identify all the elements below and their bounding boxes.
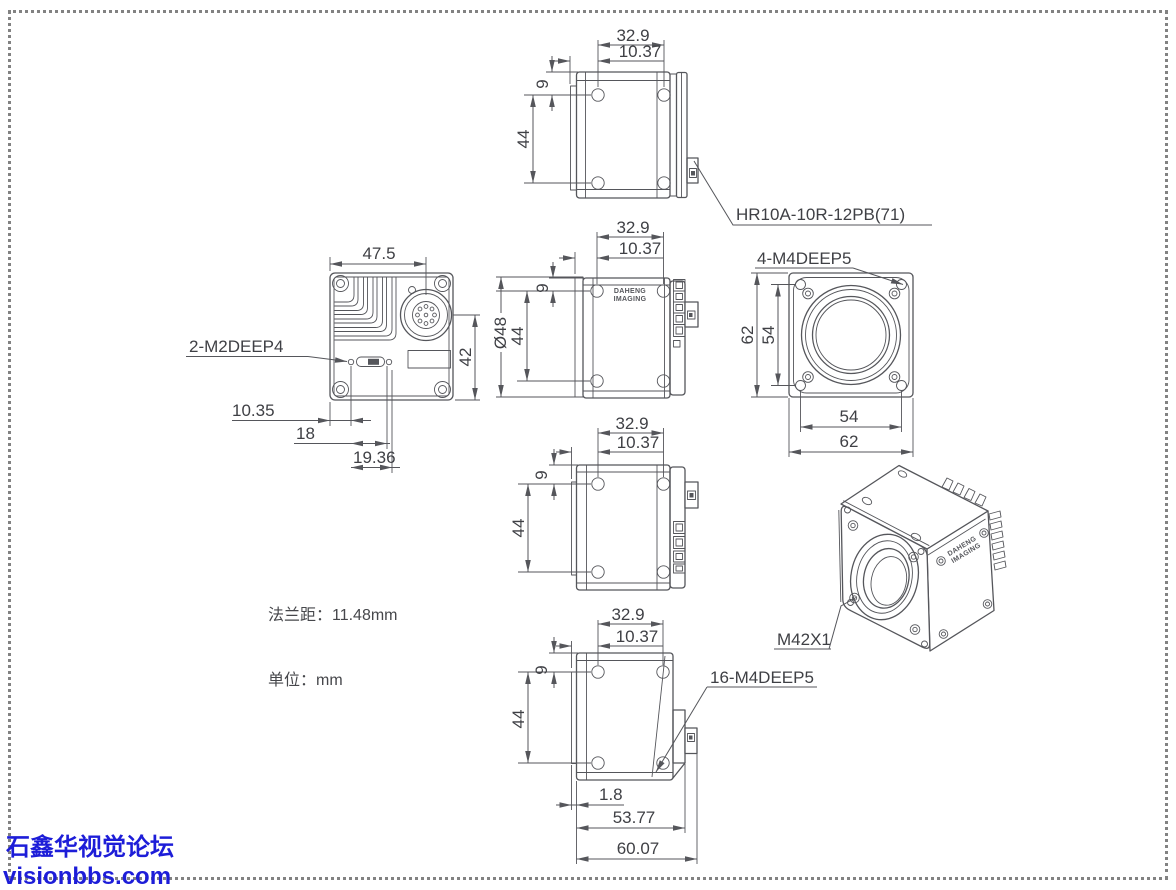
view-top: 32.9 10.37 9 44 HR10A-10R-12PB(71) bbox=[514, 26, 932, 226]
bottom-hole-span-dim: 44 bbox=[509, 710, 528, 729]
watermark-site-url: visionbbs.com bbox=[3, 863, 171, 890]
back-width-dim: 47.5 bbox=[362, 244, 395, 263]
flange-distance-note: 法兰距：11.48mm bbox=[268, 606, 398, 624]
side-offset-dim: 10.37 bbox=[619, 239, 662, 258]
view-back: 47.5 42 10.35 18 19.36 2-M2DEEP4 bbox=[186, 244, 480, 473]
unit-note: 单位：mm bbox=[268, 671, 343, 689]
side2-fins bbox=[673, 521, 686, 574]
lens-mount-leader bbox=[828, 597, 857, 650]
view-front: 4-M4DEEP5 62 54 54 62 bbox=[738, 249, 914, 457]
back-threads-leader bbox=[307, 356, 348, 363]
side2-offset-dim: 10.37 bbox=[617, 433, 660, 452]
bottom-hole-offset-dim: 9 bbox=[532, 665, 551, 674]
back-height-dim: 42 bbox=[456, 348, 475, 367]
connector-leader bbox=[693, 160, 932, 226]
bottom-b3-dim: 60.07 bbox=[617, 839, 660, 858]
lens-mount-rings bbox=[800, 284, 902, 386]
m4-hole bbox=[795, 380, 806, 391]
connector-label: HR10A-10R-12PB(71) bbox=[736, 205, 905, 224]
front-outer-height-dim: 62 bbox=[738, 326, 757, 345]
front-inner-width-dim: 54 bbox=[840, 407, 859, 426]
m4-hole bbox=[795, 279, 806, 290]
front-inner-height-dim: 54 bbox=[759, 326, 778, 345]
back-b2-dim: 18 bbox=[296, 424, 315, 443]
view-side: DAHENG IMAGING 32.9 10.37 9 44 bbox=[491, 218, 699, 399]
bottom-b2-dim: 53.77 bbox=[613, 808, 656, 827]
card-slot bbox=[356, 356, 385, 367]
side-flange-dia-dim: Ø48 bbox=[491, 317, 510, 349]
side-threads-label: 16-M4DEEP5 bbox=[710, 668, 814, 687]
side-hole-offset-dim: 9 bbox=[533, 283, 552, 292]
back-threads-label: 2-M2DEEP4 bbox=[189, 337, 283, 356]
heatsink-fins bbox=[334, 277, 397, 341]
bottom-connector bbox=[684, 727, 698, 755]
side-threads-leader bbox=[655, 686, 708, 773]
view-bottom: 32.9 10.37 9 44 1.8 53.77 60.07 16-M4DEE… bbox=[509, 605, 817, 864]
m2-hole-right bbox=[385, 358, 393, 366]
iso-side-screws bbox=[936, 528, 993, 639]
svg-text:DAHENG: DAHENG bbox=[614, 288, 646, 295]
front-outer-width-dim: 62 bbox=[840, 432, 859, 451]
side2-hole-offset-dim: 9 bbox=[532, 470, 551, 479]
side-fins bbox=[673, 279, 686, 348]
drawing-notes: 法兰距：11.48mm 单位：mm bbox=[268, 606, 398, 689]
m2-hole-left bbox=[347, 358, 355, 366]
top-hole-span-dim: 44 bbox=[514, 130, 533, 149]
watermark-forum-name: 石鑫华视觉论坛 bbox=[5, 833, 174, 861]
bottom-offset-dim: 10.37 bbox=[616, 627, 659, 646]
top-hole-offset-dim: 9 bbox=[533, 79, 552, 88]
label-plate bbox=[407, 350, 451, 369]
front-threads-leader bbox=[852, 267, 904, 285]
top-offset-dim: 10.37 bbox=[619, 42, 662, 61]
power-io-connector bbox=[399, 288, 453, 342]
m4-hole bbox=[896, 380, 907, 391]
front-threads-label: 4-M4DEEP5 bbox=[757, 249, 851, 268]
daheng-logo: DAHENG IMAGING bbox=[614, 288, 647, 303]
iso-heatsink-fins bbox=[941, 477, 1007, 571]
side2-width-dim: 32.9 bbox=[615, 414, 648, 433]
view-isometric: DAHENG IMAGING M42X1 bbox=[774, 464, 1007, 652]
lens-mount-label: M42X1 bbox=[777, 630, 831, 649]
top-width-dim: 32.9 bbox=[616, 26, 649, 45]
iso-lens-mount bbox=[849, 533, 920, 621]
back-b1-dim: 10.35 bbox=[232, 401, 275, 420]
svg-text:IMAGING: IMAGING bbox=[614, 296, 647, 303]
bottom-width-dim: 32.9 bbox=[611, 605, 644, 624]
corner-screws bbox=[332, 275, 451, 398]
watermark: 石鑫华视觉论坛 visionbbs.com bbox=[3, 833, 174, 890]
side2-hole-span-dim: 44 bbox=[509, 519, 528, 538]
back-b3-dim: 19.36 bbox=[353, 448, 396, 467]
bottom-b1-dim: 1.8 bbox=[599, 785, 623, 804]
view-side2: 32.9 10.37 9 44 bbox=[509, 414, 699, 591]
side-hole-span-dim: 44 bbox=[508, 327, 527, 346]
side-width-dim: 32.9 bbox=[616, 218, 649, 237]
front-screws bbox=[802, 287, 901, 383]
